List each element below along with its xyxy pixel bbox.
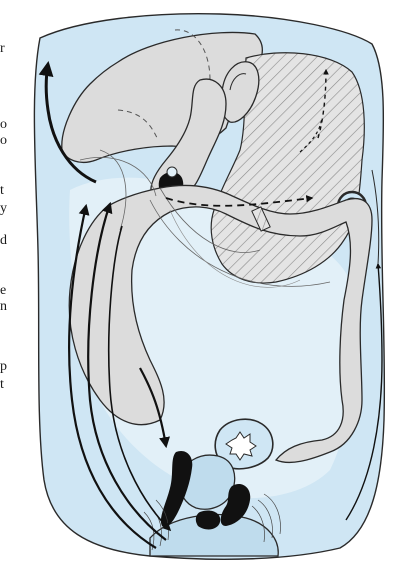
portal-vessel [167,167,177,177]
pelvic-fluid-small [196,510,220,529]
